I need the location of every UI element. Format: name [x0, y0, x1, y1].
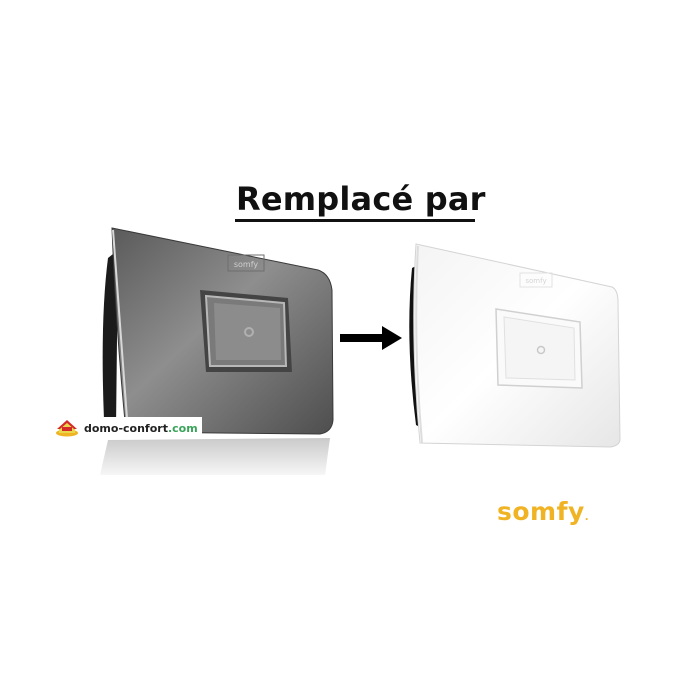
old-device: somfy	[100, 227, 334, 475]
svg-text:somfy: somfy	[525, 277, 546, 285]
somfy-logo: somfy.	[497, 497, 589, 526]
somfy-logo-dot: .	[584, 512, 590, 523]
new-device-logo: somfy	[519, 272, 553, 288]
house-icon	[56, 420, 78, 437]
watermark-name: domo-confort	[84, 421, 168, 435]
new-device: somfy	[409, 243, 621, 448]
heading-title: Remplacé par	[236, 180, 486, 218]
watermark-tld: .com	[167, 421, 198, 435]
new-device-panel	[495, 308, 583, 389]
somfy-logo-text: somfy	[497, 497, 585, 526]
old-device-logo: somfy	[227, 254, 265, 272]
arrow-right-icon	[340, 326, 402, 350]
new-device-button-icon	[536, 345, 546, 355]
heading-underline	[235, 219, 475, 222]
domo-confort-watermark: domo-confort.com	[53, 417, 202, 439]
old-device-panel	[200, 290, 292, 372]
svg-text:somfy: somfy	[234, 260, 259, 269]
old-device-button-icon	[244, 327, 254, 337]
old-device-reflection	[100, 438, 330, 475]
